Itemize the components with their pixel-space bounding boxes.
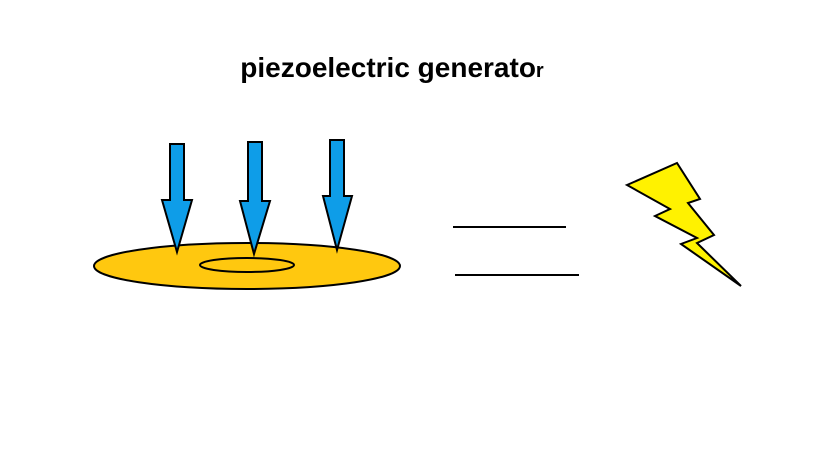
- lightning-bolt-icon: [624, 161, 742, 287]
- piezo-disc-center-hole: [199, 257, 295, 273]
- pressure-arrow-middle: [238, 141, 272, 258]
- piezo-disc: [93, 242, 401, 290]
- title-main: piezoelectric generato: [240, 52, 536, 83]
- title-end: r: [535, 60, 544, 82]
- pressure-arrow-right: [321, 139, 354, 254]
- diagram-title: piezoelectric generator: [0, 52, 784, 84]
- equals-sign: [453, 226, 579, 276]
- pressure-arrows: [160, 139, 354, 258]
- pressure-arrow-left: [160, 143, 194, 256]
